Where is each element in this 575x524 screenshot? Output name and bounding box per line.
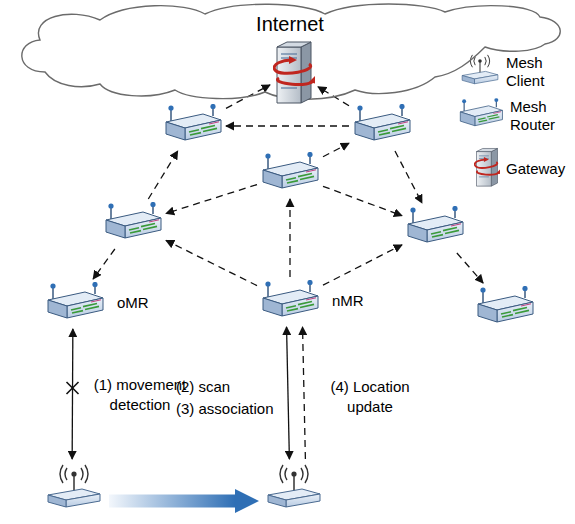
mesh-router: [352, 104, 412, 148]
router-icon: [478, 286, 533, 322]
mesh-router: [163, 104, 223, 148]
mesh-router: [405, 206, 465, 250]
router-shape: [260, 280, 320, 324]
broken-link-mark: [67, 382, 79, 394]
step-label: (2) scan: [176, 377, 280, 397]
router-name: oMR: [117, 294, 149, 312]
dashed-link: [148, 151, 177, 199]
legend-label: Mesh Router: [510, 98, 570, 134]
client-icon: [268, 465, 320, 507]
gateway-icon: [273, 38, 315, 106]
client-shape: [42, 462, 106, 512]
wireless-link: [287, 327, 290, 459]
gateway-legend-icon: [475, 148, 501, 186]
client-shape: [262, 462, 326, 512]
old-mesh-router: oMR: [45, 282, 105, 326]
legend-label: Mesh Client: [506, 54, 566, 90]
router-shape: [163, 104, 223, 148]
dashed-link: [289, 199, 290, 277]
router-shape: [475, 286, 535, 330]
router-icon: [166, 104, 221, 140]
router-legend-icon: [460, 98, 502, 126]
router-icon: [106, 202, 161, 238]
router-icon: [48, 282, 103, 318]
legend-label: Gateway: [506, 160, 566, 178]
movement-arrow: [109, 495, 235, 508]
router-icon: [263, 152, 318, 188]
dashed-link: [323, 186, 402, 215]
router-icon: [263, 280, 318, 316]
step-label: (3) association: [176, 399, 286, 419]
cloud-label: Internet: [15, 12, 565, 36]
gateway-shape: [273, 38, 315, 106]
client-icon: [48, 465, 100, 507]
dashed-link: [323, 143, 349, 157]
router-icon: [408, 206, 463, 242]
new-mesh-router: nMR: [260, 280, 320, 324]
cross-stroke: [67, 382, 79, 394]
dashed-link: [395, 151, 422, 203]
dashed-link: [226, 125, 349, 126]
router-shape: [405, 206, 465, 250]
dashed-link: [457, 253, 483, 283]
dashed-link: [166, 185, 257, 214]
router-icon: [355, 104, 410, 140]
router-shape: [45, 282, 105, 326]
router-shape: [260, 152, 320, 196]
wireless-link: [72, 329, 74, 459]
mesh-router: [260, 152, 320, 196]
router-shape: [103, 202, 163, 246]
dashed-link: [166, 240, 257, 285]
client-legend-icon: [462, 55, 498, 84]
mesh-client: [262, 462, 326, 512]
mesh-router: [103, 202, 163, 246]
dashed-link: [93, 249, 115, 279]
dashed-link: [323, 245, 402, 285]
mesh-client: [42, 462, 106, 512]
cross-stroke: [67, 382, 79, 394]
mesh-router: [475, 286, 535, 330]
gateway-icon: [274, 42, 317, 103]
router-name: nMR: [332, 292, 364, 310]
step-label: (4) Location update: [318, 377, 422, 417]
router-shape: [352, 104, 412, 148]
dashed-link: [303, 327, 306, 459]
